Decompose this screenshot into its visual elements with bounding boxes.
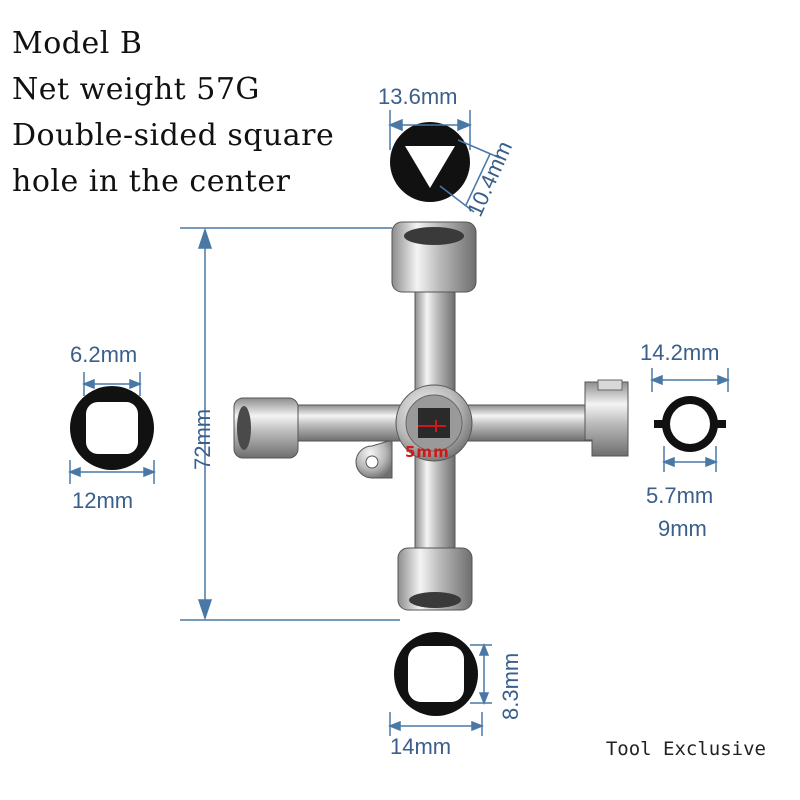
cross-key [233, 221, 629, 611]
height-dimension-line [180, 227, 400, 621]
left-inner-label: 6.2mm [70, 342, 138, 367]
description-line-2: hole in the center [12, 164, 291, 199]
right-inner-label: 5.7mm [646, 483, 714, 508]
model-label: Model B [12, 26, 143, 61]
right-blade [584, 381, 629, 457]
description-line-1: Double-sided square [12, 118, 335, 153]
bottom-width-label: 14mm [390, 734, 452, 759]
left-socket [233, 397, 299, 459]
bottom-square-socket-detail [387, 632, 492, 736]
right-outer-label: 14.2mm [640, 340, 720, 365]
triangle-width-label: 13.6mm [378, 84, 458, 109]
left-outer-label: 12mm [72, 488, 134, 513]
right-extra-label: 9mm [658, 516, 707, 541]
triangle-socket-detail [388, 110, 501, 213]
center-hole-label: 5mm [405, 443, 450, 461]
center-square-hole [418, 408, 450, 438]
right-round-socket-detail [649, 368, 731, 472]
bottom-side-label: 8.3mm [498, 652, 523, 720]
weight-label: Net weight 57G [12, 72, 260, 107]
left-square-socket-detail [67, 372, 157, 484]
height-label: 72mm [190, 408, 215, 470]
footer-brand: Tool Exclusive [605, 738, 766, 760]
